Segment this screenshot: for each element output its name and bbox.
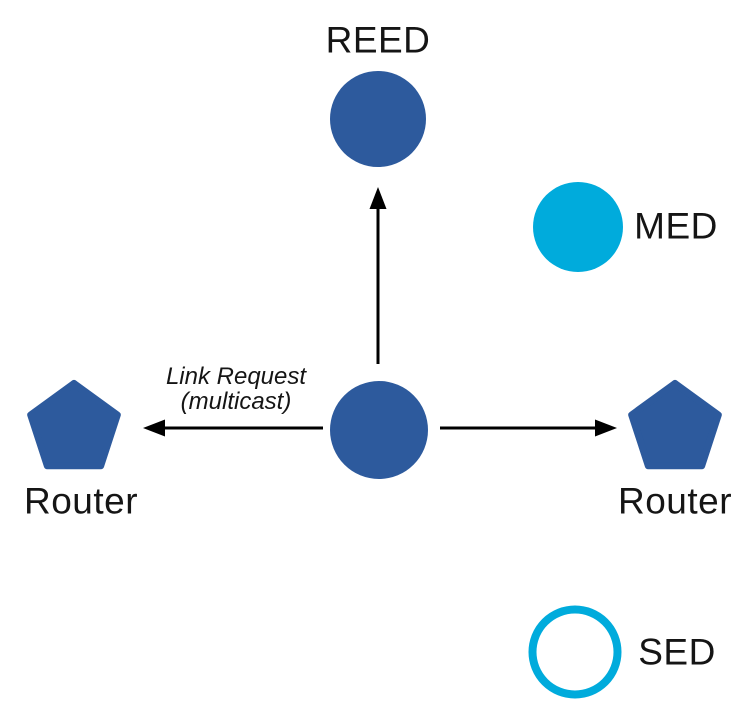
arrow-right xyxy=(440,419,617,437)
sed-label: SED xyxy=(638,631,716,673)
arrow-left-head xyxy=(143,419,165,437)
center-node-circle xyxy=(330,381,428,479)
arrow-left xyxy=(143,419,323,437)
med-label: MED xyxy=(634,205,718,247)
arrow-up-head xyxy=(369,187,387,209)
reed-node-circle xyxy=(330,71,426,167)
arrow-up xyxy=(369,187,387,364)
router-left-label: Router xyxy=(23,480,139,522)
router-right-pentagon xyxy=(628,380,722,470)
link-request-line1: Link Request xyxy=(165,363,307,390)
sed-node-ring xyxy=(528,605,622,699)
med-node-circle xyxy=(533,182,623,272)
router-right-label: Router xyxy=(617,480,733,522)
link-request-line2: (multicast) xyxy=(180,388,292,415)
arrow-right-head xyxy=(595,419,617,437)
reed-label: REED xyxy=(325,19,431,61)
router-left-pentagon xyxy=(27,380,121,470)
link-request-annotation: Link Request (multicast) xyxy=(166,364,306,414)
